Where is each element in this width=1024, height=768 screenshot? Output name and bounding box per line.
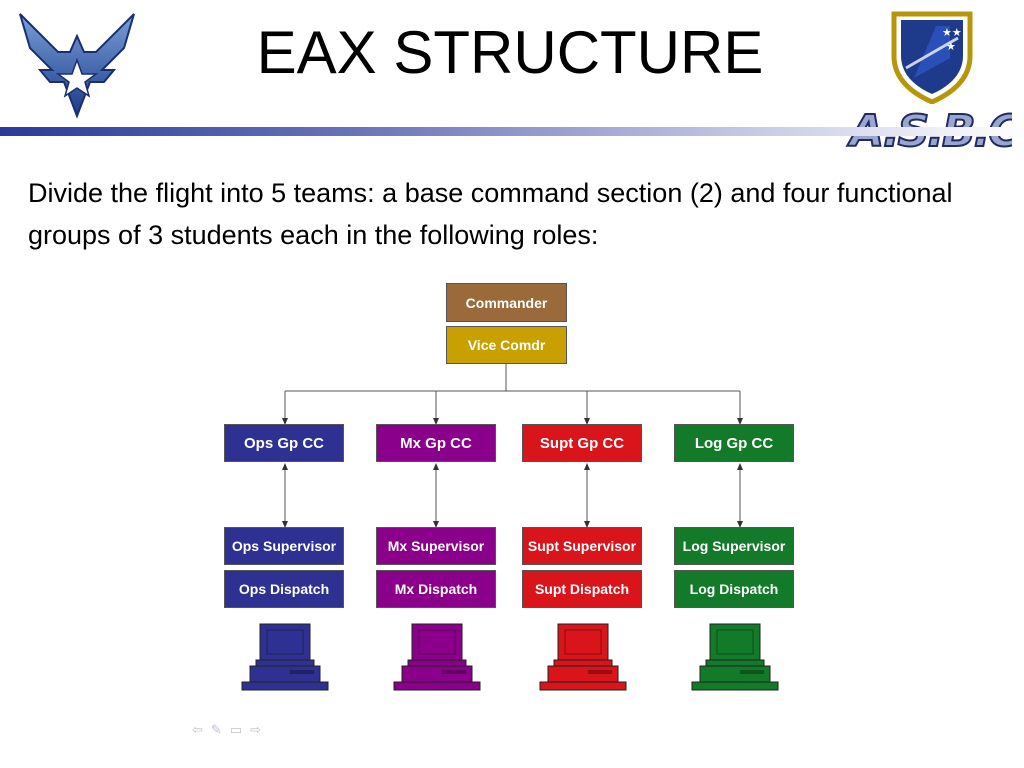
ops-supervisor-box: Ops Supervisor [224,527,344,565]
log-dispatch-box: Log Dispatch [674,570,794,608]
commander-box: Commander [446,283,567,322]
computer-icon [691,623,779,691]
svg-text:★★: ★★ [942,26,962,39]
mx-supervisor-box: Mx Supervisor [376,527,496,565]
body-text: Divide the flight into 5 teams: a base c… [28,178,953,250]
course-seal-icon: ★★ ★ [891,11,973,104]
computer-icon [241,623,329,691]
ops-dispatch-box: Ops Dispatch [224,570,344,608]
slide-title: EAX STRUCTURE [256,19,764,86]
log-supervisor-box: Log Supervisor [674,527,794,565]
mx-group-cc-box: Mx Gp CC [376,424,496,462]
menu-icon[interactable]: ▭ [229,722,243,737]
previous-arrow-icon[interactable]: ⇦ [192,722,203,737]
slide-navigation: ⇦ ✎ ▭ ⇨ [192,722,261,738]
vice-commander-box: Vice Comdr [446,326,567,364]
supt-dispatch-box: Supt Dispatch [522,570,642,608]
title-divider [0,127,1024,136]
svg-text:★: ★ [946,40,956,53]
mx-dispatch-box: Mx Dispatch [376,570,496,608]
log-group-cc-box: Log Gp CC [674,424,794,462]
next-arrow-icon[interactable]: ⇨ [250,722,262,737]
supt-group-cc-box: Supt Gp CC [522,424,642,462]
pen-icon[interactable]: ✎ [210,722,222,737]
computer-icon [393,623,481,691]
computer-icon [539,623,627,691]
supt-supervisor-box: Supt Supervisor [522,527,642,565]
air-force-symbol-logo [19,13,135,119]
ops-group-cc-box: Ops Gp CC [224,424,344,462]
